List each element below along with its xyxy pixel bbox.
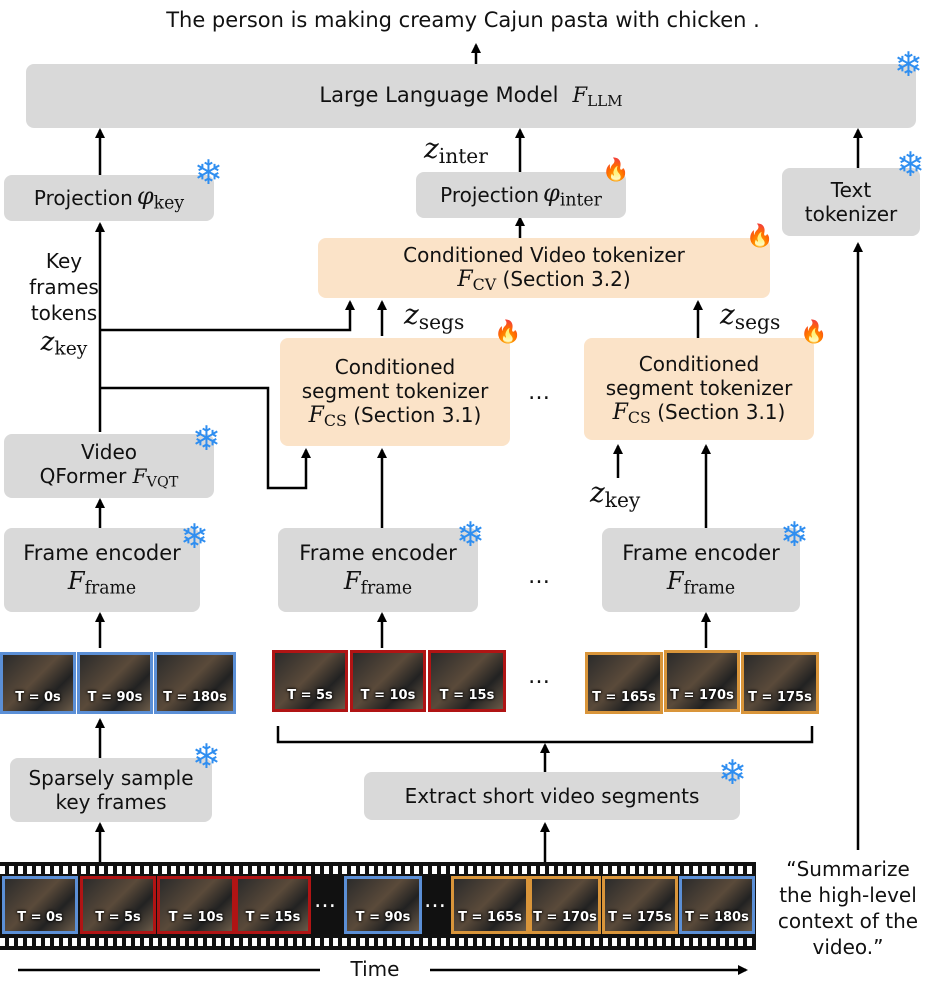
fire-icon: 🔥 <box>800 320 828 345</box>
frame-encoder-box: Frame encoder Fframe <box>278 528 478 612</box>
z-key-label: zkey <box>590 476 641 513</box>
llm-label: Large Language Model <box>319 83 559 108</box>
ellipsis: … <box>314 888 336 913</box>
filmstrip-frame: T = 10s <box>157 876 235 934</box>
snowflake-icon: ❄ <box>456 515 485 555</box>
video-qformer-box: Video QFormer FVQT <box>4 434 214 498</box>
snowflake-icon: ❄ <box>180 517 209 557</box>
fire-icon: 🔥 <box>602 158 630 183</box>
projection-inter-box: Projection φinter <box>416 172 626 218</box>
projection-key-box: Projection φkey <box>4 175 214 221</box>
extract-segments-box: Extract short video segments <box>364 772 740 820</box>
conditioned-segment-tokenizer-box: Conditioned segment tokenizer FCS (Secti… <box>280 338 510 446</box>
key-frame-thumbnail: T = 90s <box>77 652 153 714</box>
filmstrip-frame: T = 0s <box>2 876 78 934</box>
filmstrip-frame: T = 165s <box>451 876 529 934</box>
filmstrip-frame: T = 5s <box>80 876 156 934</box>
snowflake-icon: ❄ <box>780 515 809 555</box>
ellipsis: … <box>528 664 550 689</box>
segment-frame-thumbnail: T = 165s <box>585 652 663 714</box>
filmstrip-frame: T = 170s <box>529 876 601 934</box>
frame-encoder-box: Frame encoder Fframe <box>602 528 800 612</box>
segment-frame-thumbnail: T = 170s <box>664 650 740 712</box>
ellipsis: … <box>528 380 550 405</box>
filmstrip-frame: T = 15s <box>235 876 311 934</box>
segment-frame-thumbnail: T = 15s <box>428 650 506 712</box>
llm-symbol: FLLM <box>572 82 623 110</box>
conditioned-segment-tokenizer-box: Conditioned segment tokenizer FCS (Secti… <box>584 338 814 440</box>
z-inter-label: zinter <box>424 132 488 169</box>
snowflake-icon: ❄ <box>194 153 223 193</box>
segment-frame-thumbnail: T = 10s <box>350 650 426 712</box>
user-prompt: “Summarize the high-level context of the… <box>777 857 919 959</box>
z-segs-label: zsegs <box>404 298 465 335</box>
fire-icon: 🔥 <box>494 320 522 345</box>
segment-frame-thumbnail: T = 5s <box>272 650 348 712</box>
text-tokenizer-box: Text tokenizer <box>782 168 920 236</box>
snowflake-icon: ❄ <box>192 737 221 777</box>
ellipsis: … <box>424 888 446 913</box>
filmstrip-perforation <box>0 938 756 946</box>
filmstrip-perforation <box>0 866 756 874</box>
conditioned-video-tokenizer-box: Conditioned Video tokenizer FCV (Section… <box>318 238 770 298</box>
key-frames-tokens-label: Key frames tokens zkey <box>29 249 99 360</box>
llm-box: Large Language Model FLLM <box>26 64 916 128</box>
snowflake-icon: ❄ <box>896 145 925 185</box>
filmstrip-frame: T = 175s <box>602 876 678 934</box>
time-axis-label: Time <box>350 957 400 981</box>
key-frame-thumbnail: T = 180s <box>154 652 236 714</box>
snowflake-icon: ❄ <box>718 753 747 793</box>
filmstrip-frame: T = 180s <box>679 876 755 934</box>
key-frame-thumbnail: T = 0s <box>0 652 76 714</box>
frame-encoder-box: Frame encoder Fframe <box>4 528 200 612</box>
sparse-sample-box: Sparsely sample key frames <box>10 758 212 822</box>
ellipsis: … <box>528 564 550 589</box>
fire-icon: 🔥 <box>746 224 774 249</box>
snowflake-icon: ❄ <box>192 419 221 459</box>
snowflake-icon: ❄ <box>894 45 923 85</box>
segment-frame-thumbnail: T = 175s <box>741 652 819 714</box>
z-segs-label: zsegs <box>720 298 781 335</box>
output-caption: The person is making creamy Cajun pasta … <box>166 8 760 32</box>
filmstrip-frame: T = 90s <box>344 876 422 934</box>
